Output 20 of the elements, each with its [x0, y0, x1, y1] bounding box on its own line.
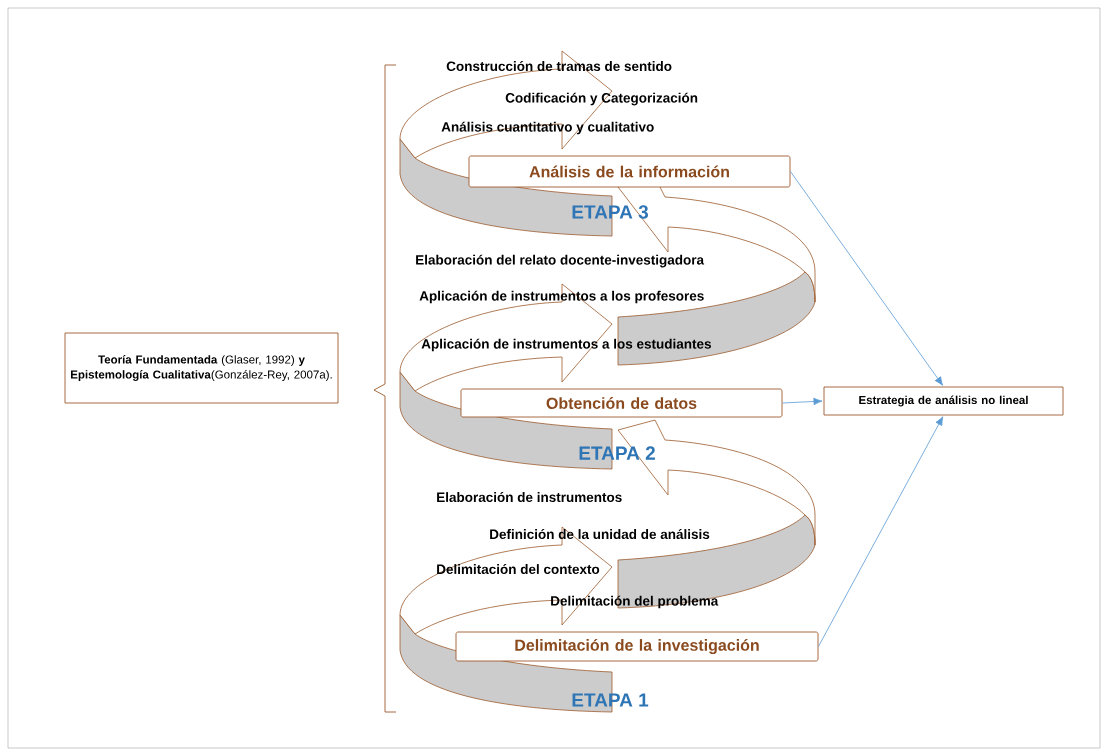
stage-box: Análisis de la información	[468, 155, 791, 188]
arrow	[818, 416, 944, 647]
arrow	[782, 397, 823, 406]
step-label: Elaboración del relato docente-investigadora	[416, 254, 705, 268]
result-box: Estrategia de análisis no lineal	[823, 386, 1064, 416]
stage-box: Delimitación de la investigación	[455, 631, 819, 662]
step-label: Aplicación de instrumentos a los estudiantes	[421, 338, 711, 352]
step-label: Delimitación del problema	[551, 595, 719, 609]
step-label: Delimitación del contexto	[437, 564, 600, 574]
step-label: Construcción de tramas de sentido	[446, 61, 672, 71]
stage-label: ETAPA 1	[572, 693, 649, 707]
step-label: Codificación y Categorización	[505, 92, 698, 106]
step-label: Elaboración de instrumentos	[437, 492, 622, 502]
arrow	[790, 171, 943, 386]
stage-label: ETAPA 3	[572, 205, 648, 219]
step-label: Aplicación de instrumentos a los profesores	[419, 290, 704, 304]
step-label: Definición de la unidad de análisis	[490, 529, 710, 539]
source-box: Teoría Fundamentada (Glaser, 1992) y Epistemología Cualitativa(González-Rey, 2007a).	[64, 332, 339, 404]
stage-label: ETAPA 2	[579, 446, 655, 460]
stage-box: Obtención de datos	[460, 388, 783, 418]
